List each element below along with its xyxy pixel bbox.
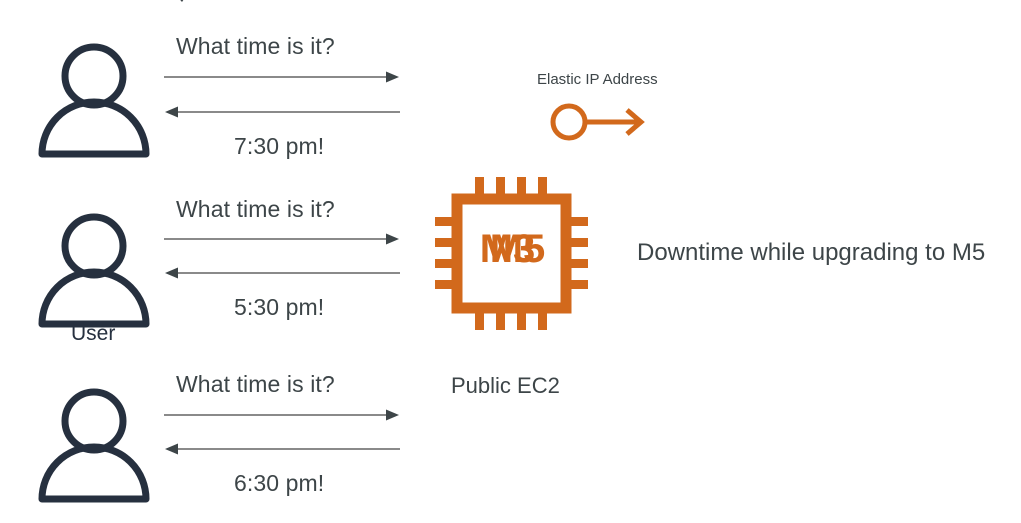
request-label-2: What time is it? (176, 196, 335, 222)
response-label-2: 5:30 pm! (234, 294, 325, 320)
user-icon-2 (33, 206, 155, 328)
response-arrow-3 (164, 442, 400, 456)
request-arrow-2 (164, 232, 400, 246)
response-arrow-2 (164, 266, 400, 280)
user-icon-3 (33, 381, 155, 503)
chip-label-new: M5 (489, 227, 546, 271)
public-ec2-label: Public EC2 (451, 373, 560, 398)
cpu-chip-icon: M3 M5 (430, 172, 593, 335)
downtime-annotation: Downtime while upgrading to M5 (637, 239, 986, 266)
response-label-3: 6:30 pm! (234, 470, 325, 496)
response-label-1: 7:30 pm! (234, 133, 325, 159)
user-icon-1 (33, 36, 155, 158)
circle-arrow-right-icon (548, 101, 645, 141)
request-arrow-3 (164, 408, 400, 422)
elastic-ip-label: Elastic IP Address (537, 71, 658, 88)
chip-label-old: M3 (479, 227, 536, 271)
request-label-1: What time is it? (176, 33, 335, 59)
response-arrow-1 (164, 105, 400, 119)
clipped-title-fragment (174, 0, 188, 4)
user-column-label: User (71, 322, 116, 345)
request-label-3: What time is it? (176, 371, 335, 397)
request-arrow-1 (164, 70, 400, 84)
